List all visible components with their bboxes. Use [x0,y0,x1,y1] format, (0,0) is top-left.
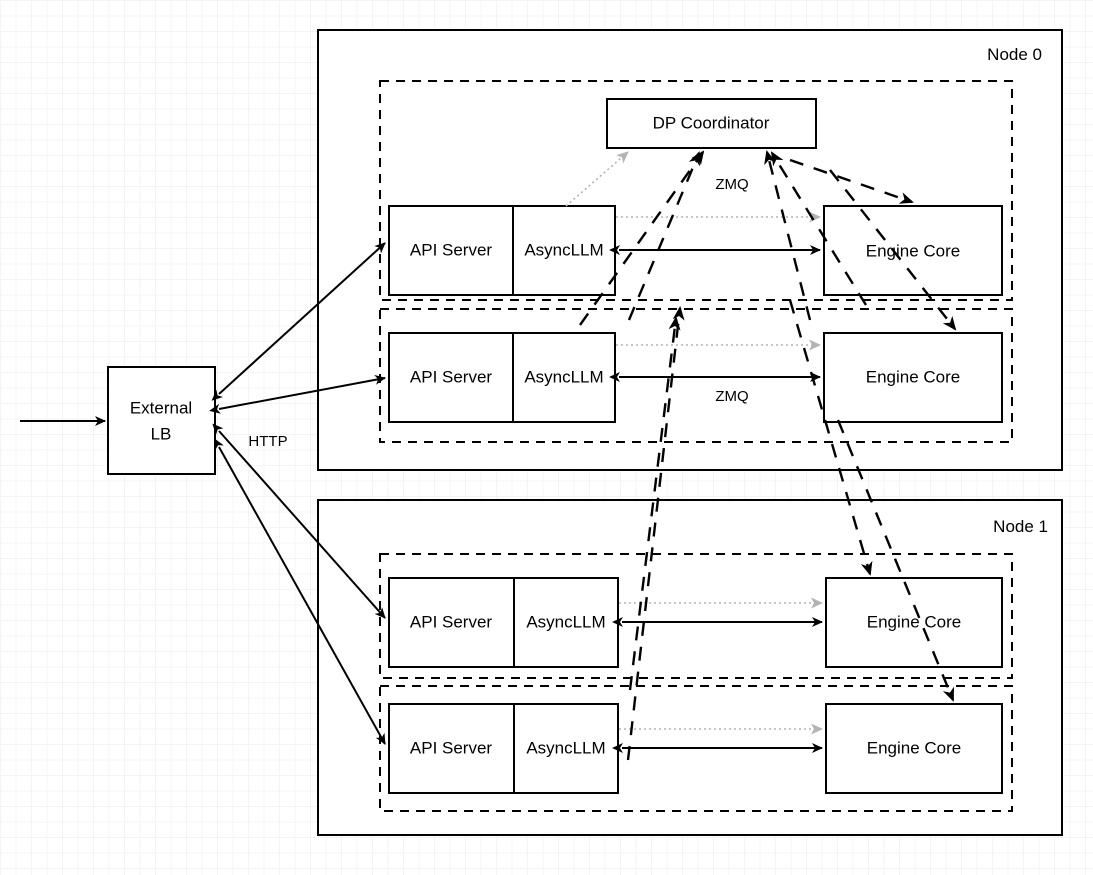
node-1-group-1-api-server-label: API Server [410,738,493,757]
coordinator-inbound-arrow-1 [627,151,701,321]
node-0-group-1-engine-core-label: Engine Core [866,367,961,386]
node-1-group-1-box [379,685,1013,812]
dp-coordinator-label: DP Coordinator [653,113,770,132]
asyncllm-to-coordinator-dotted-arrow [565,151,629,207]
coordinator-inbound-arrow-6 [628,316,681,691]
external-lb-label-line2: LB [151,424,172,443]
lb-to-node-0-group-0-arrow [211,242,386,401]
node-0-group-0-engine-core-label: Engine Core [866,241,961,260]
lb-to-node-0-group-1-arrow [209,374,386,414]
node-0-group-0-box [379,80,1013,301]
node-1-group-1-api-box[interactable] [388,703,619,794]
node-1-group-0-api-box[interactable] [388,577,619,668]
node-0-group-0-asyncllm-label: AsyncLLM [524,240,603,259]
zmq-label-top: ZMQ [715,176,748,193]
coordinator-to-node-0-group-0-engine-arrow [789,158,914,204]
node-1-group-1-engine-core-label: Engine Core [867,738,962,757]
node-1-group-0-box [379,553,1013,679]
http-label: HTTP [248,433,287,450]
node-1-group-0-engine-core-label: Engine Core [867,612,962,631]
node-1-label: Node 1 [993,517,1048,536]
coordinator-to-node-1-group-1-engine-arrow [836,419,955,702]
node-0-group-0-api-box[interactable] [388,205,616,296]
node-0-label: Node 0 [987,45,1042,64]
coordinator-inbound-arrow-4 [770,151,868,306]
node-1-group-1-engine-box[interactable] [825,703,1003,794]
coordinator-inbound-arrow-2 [579,150,705,326]
coordinator-to-node-0-group-1-engine-arrow [829,169,957,331]
zmq-label-second: ZMQ [715,388,748,405]
node-0-group-0-api-server-label: API Server [410,240,493,259]
node-0-group-1-engine-box[interactable] [823,332,1003,423]
node-1-group-0-engine-box[interactable] [825,577,1003,668]
dp-coordinator-box[interactable] [606,98,817,149]
lb-to-node-1-group-1-arrow [214,438,386,745]
node-0-group-1-asyncllm-label: AsyncLLM [524,367,603,386]
coordinator-inbound-arrow-5 [626,306,685,761]
external-lb-label-line1: External [130,398,192,417]
coordinator-to-node-1-group-0-engine-arrow [788,299,873,576]
external-lb-box[interactable] [107,366,216,475]
node-1-group-0-asyncllm-label: AsyncLLM [526,612,605,631]
node-0-group-0-engine-box[interactable] [823,205,1003,296]
node-0-group-1-api-server-label: API Server [410,367,493,386]
node-1-group-1-asyncllm-label: AsyncLLM [526,738,605,757]
node-1-group-0-api-server-label: API Server [410,612,493,631]
coordinator-inbound-arrow-3 [764,150,812,321]
